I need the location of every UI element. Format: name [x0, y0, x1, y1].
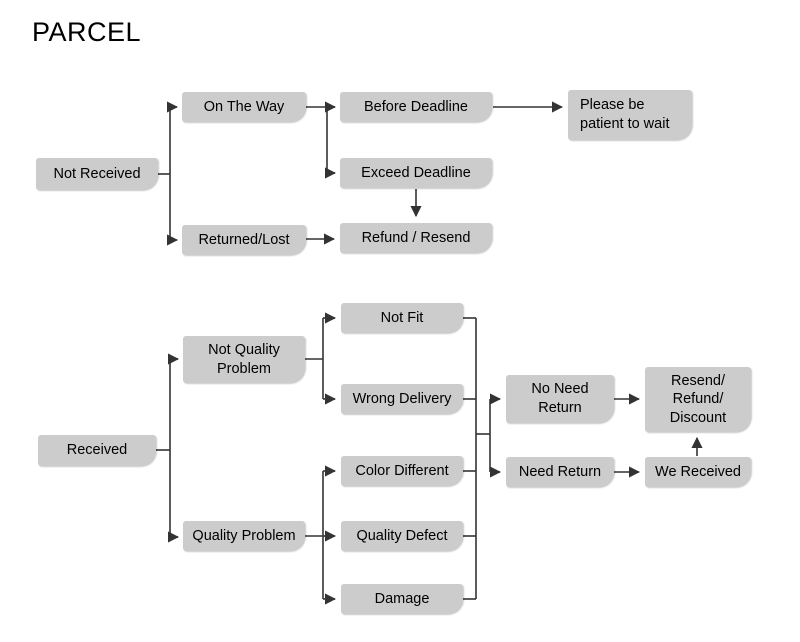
node-before-deadline[interactable]: Before Deadline: [340, 92, 492, 122]
node-on-the-way[interactable]: On The Way: [182, 92, 306, 122]
node-damage[interactable]: Damage: [341, 584, 463, 614]
node-resend-refund-discount[interactable]: Resend/ Refund/ Discount: [645, 367, 751, 432]
node-need-return[interactable]: Need Return: [506, 457, 614, 487]
node-quality-problem[interactable]: Quality Problem: [183, 521, 305, 551]
node-please-be-patient[interactable]: Please be patient to wait: [568, 90, 692, 140]
node-not-fit[interactable]: Not Fit: [341, 303, 463, 333]
node-quality-defect[interactable]: Quality Defect: [341, 521, 463, 551]
node-received[interactable]: Received: [38, 435, 156, 466]
node-not-quality-problem[interactable]: Not Quality Problem: [183, 336, 305, 383]
node-color-different[interactable]: Color Different: [341, 456, 463, 486]
page-title: PARCEL: [32, 17, 142, 47]
node-wrong-delivery[interactable]: Wrong Delivery: [341, 384, 463, 414]
node-returned-lost[interactable]: Returned/Lost: [182, 225, 306, 255]
node-refund-resend[interactable]: Refund / Resend: [340, 223, 492, 253]
node-no-need-return[interactable]: No Need Return: [506, 375, 614, 423]
node-exceed-deadline[interactable]: Exceed Deadline: [340, 158, 492, 188]
node-we-received[interactable]: We Received: [645, 457, 751, 487]
node-not-received[interactable]: Not Received: [36, 158, 158, 190]
